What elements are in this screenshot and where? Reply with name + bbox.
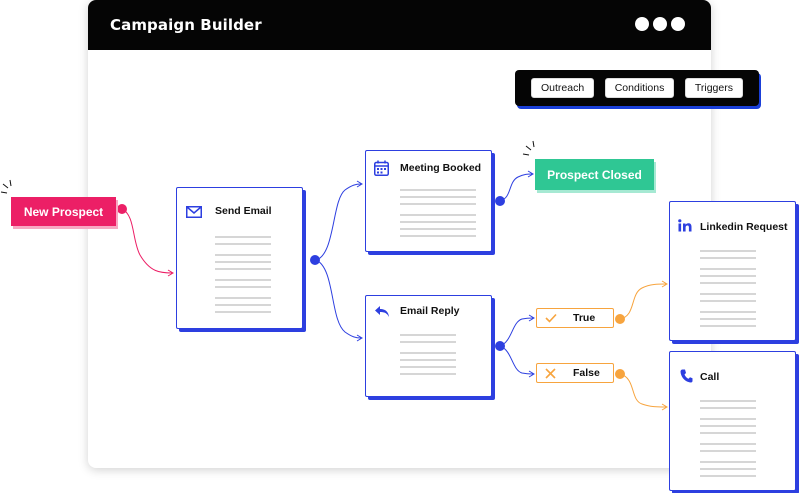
placeholder-lines [215, 236, 271, 318]
true-condition[interactable]: True [536, 308, 614, 328]
send-email-card[interactable]: Send Email [176, 187, 303, 329]
sparkle-icon [522, 140, 535, 156]
envelope-icon [186, 205, 202, 223]
calendar-icon [374, 160, 389, 181]
window-menu-dots[interactable] [635, 17, 685, 31]
placeholder-lines [700, 400, 756, 482]
linkedin-request-card[interactable]: Linkedin Request [669, 201, 796, 341]
connector-dot [495, 196, 505, 206]
connector-dot [615, 369, 625, 379]
wire-reply-to-true [499, 317, 534, 347]
prospect-closed-tag[interactable]: Prospect Closed [535, 159, 654, 190]
dot-icon[interactable] [635, 17, 649, 31]
wire-send-to-meeting [315, 183, 362, 261]
dot-icon[interactable] [653, 17, 667, 31]
condition-label: True [573, 312, 596, 324]
sparkle-icon [0, 179, 12, 194]
placeholder-lines [700, 250, 756, 332]
wire-true-to-linkedin [619, 283, 667, 320]
email-reply-card[interactable]: Email Reply [365, 295, 492, 397]
placeholder-lines [400, 189, 476, 242]
window-title: Campaign Builder [110, 16, 262, 34]
close-icon [545, 367, 559, 379]
outreach-button[interactable]: Outreach [531, 78, 595, 98]
conditions-button[interactable]: Conditions [604, 78, 675, 98]
card-title: Send Email [215, 205, 272, 217]
false-condition[interactable]: False [536, 363, 614, 383]
card-title: Call [700, 371, 720, 383]
connector-dot [615, 314, 625, 324]
card-title: Linkedin Request [700, 221, 788, 233]
checkmark-icon [545, 313, 559, 323]
connector-dot [495, 341, 505, 351]
meeting-booked-card[interactable]: Meeting Booked [365, 150, 492, 252]
wire-reply-to-false [499, 345, 534, 375]
call-card[interactable]: Call [669, 351, 796, 491]
wire-new-to-send [121, 208, 173, 274]
card-title: Meeting Booked [400, 162, 482, 174]
placeholder-lines [400, 334, 456, 380]
reply-arrow-icon [374, 305, 390, 323]
wire-false-to-call [619, 373, 667, 408]
dot-icon[interactable] [671, 17, 685, 31]
triggers-button[interactable]: Triggers [684, 78, 743, 98]
new-prospect-tag[interactable]: New Prospect [11, 197, 116, 226]
wire-send-to-reply [315, 259, 362, 339]
connector-dot [310, 255, 320, 265]
card-title: Email Reply [400, 305, 460, 317]
wire-meeting-to-closed [499, 173, 533, 202]
title-bar: Campaign Builder [88, 0, 711, 50]
node-type-toolbar: Outreach Conditions Triggers [515, 70, 759, 106]
phone-icon [680, 369, 693, 388]
linkedin-icon [678, 219, 692, 237]
connector-dot [117, 204, 127, 214]
condition-label: False [573, 367, 600, 379]
